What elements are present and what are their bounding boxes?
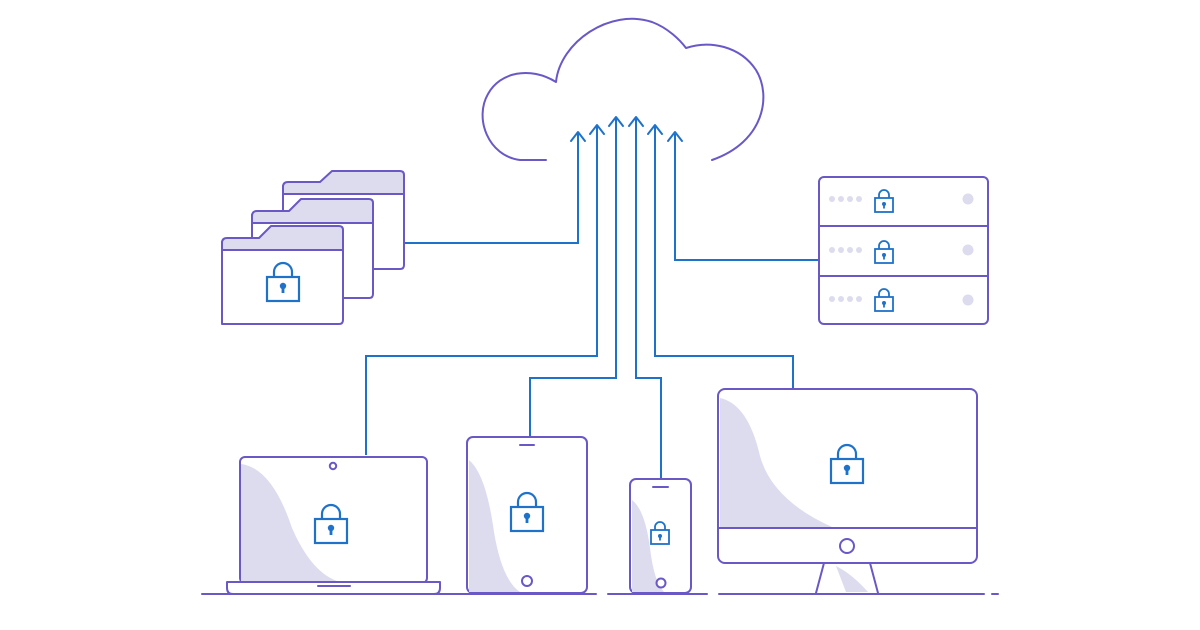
server-rack-icon [818, 176, 989, 325]
connector-tablet [529, 118, 617, 437]
smartphone-icon [629, 478, 692, 594]
server-unit [829, 288, 974, 312]
server-unit [829, 240, 974, 264]
arrow-up-icon [647, 124, 663, 135]
desktop-monitor-icon [717, 388, 978, 594]
folder-stack-icon [221, 170, 405, 325]
connector-folders [404, 132, 579, 244]
connector-server [674, 134, 818, 261]
upload-arrows [570, 116, 683, 142]
arrow-up-icon [589, 124, 605, 135]
tablet-icon [466, 436, 588, 594]
server-unit [829, 189, 974, 213]
arrow-up-icon [570, 131, 586, 142]
laptop-icon [226, 456, 441, 595]
arrow-up-icon [628, 116, 644, 127]
connectors [365, 118, 818, 479]
connector-phone [635, 118, 662, 479]
arrow-up-icon [608, 116, 624, 127]
arrow-up-icon [667, 131, 683, 142]
cloud-icon [481, 17, 765, 161]
folder-front [221, 225, 344, 325]
connector-laptop [365, 126, 598, 455]
connector-monitor [654, 126, 794, 388]
